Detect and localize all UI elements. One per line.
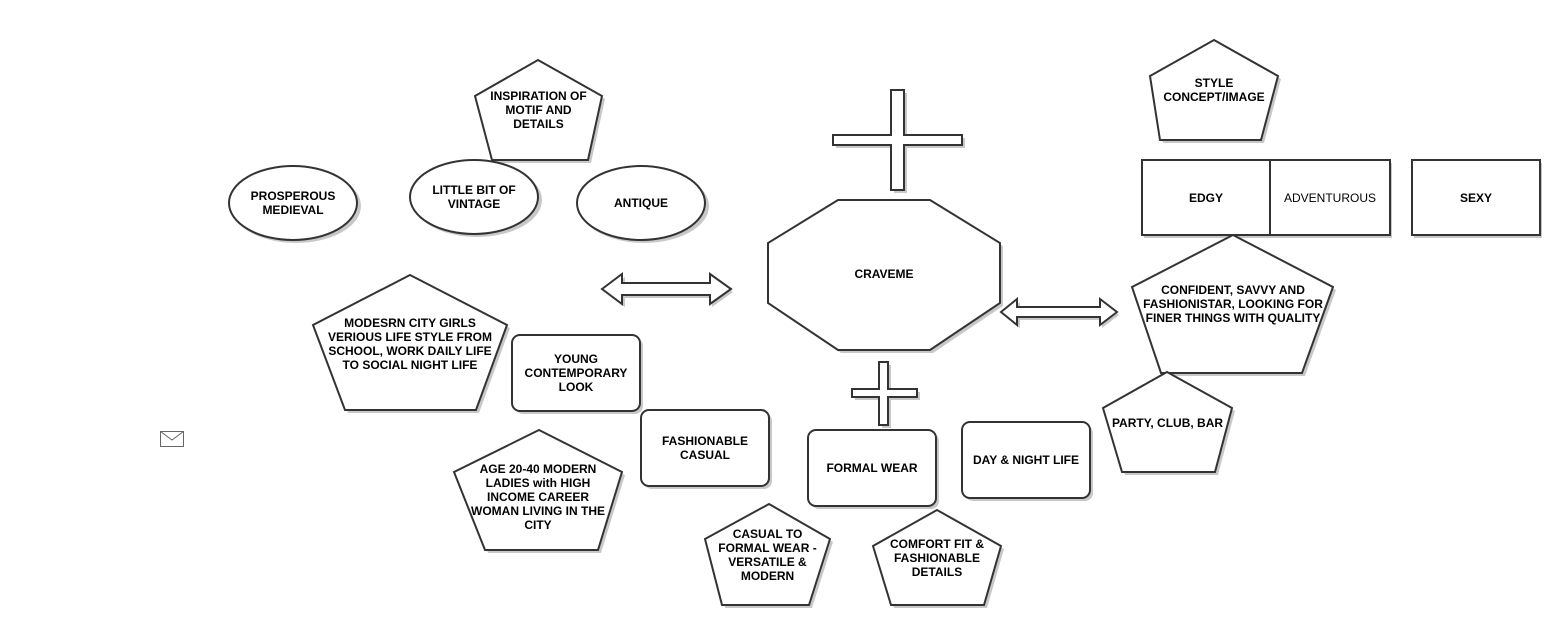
inspiration-label: INSPIRATION OF MOTIF AND DETAILS: [490, 89, 587, 131]
modern-city-label: MODESRN CITY GIRLS VERIOUS LIFE STYLE FR…: [327, 316, 492, 372]
casual-formal-label: CASUAL TO FORMAL WEAR - VERSATILE & MODE…: [718, 527, 817, 583]
plus-sign-top: [832, 89, 965, 193]
formal-wear-label: FORMAL WEAR: [826, 461, 918, 475]
confident-pentagon[interactable]: [1130, 233, 1336, 376]
plus-sign-bottom: [851, 361, 920, 428]
style-concept-pentagon[interactable]: [1148, 38, 1281, 143]
young-box[interactable]: [511, 334, 643, 414]
day-night-box[interactable]: [961, 421, 1093, 501]
age-label: AGE 20-40 MODERN LADIES with HIGH INCOME…: [471, 462, 605, 532]
craveme-label: CRAVEME: [854, 267, 914, 281]
antique-ellipse[interactable]: [576, 165, 709, 243]
craveme-octagon[interactable]: [767, 199, 1003, 353]
sexy-box[interactable]: [1411, 159, 1542, 238]
formal-wear-box[interactable]: [807, 429, 939, 509]
double-arrow-right: [999, 296, 1119, 328]
adventurous-box[interactable]: [1269, 159, 1392, 238]
young-label: YOUNG CONTEMPORARY LOOK: [524, 352, 628, 394]
party-label: PARTY, CLUB, BAR: [1111, 416, 1224, 430]
vintage-label: LITTLE BIT OF VINTAGE: [432, 183, 516, 211]
confident-label: CONFIDENT, SAVVY AND FASHIONISTAR, LOOKI…: [1143, 283, 1323, 325]
fashionable-casual-label: FASHIONABLE CASUAL: [661, 434, 748, 462]
vintage-ellipse[interactable]: [409, 159, 542, 237]
edgy-box[interactable]: [1141, 159, 1272, 238]
fashionable-casual-box[interactable]: [640, 409, 772, 489]
comfort-label: COMFORT FIT & FASHIONABLE DETAILS: [890, 537, 984, 579]
age-pentagon[interactable]: [452, 428, 625, 553]
inspiration-pentagon[interactable]: [473, 58, 605, 163]
party-pentagon[interactable]: [1101, 370, 1235, 475]
adventurous-label: ADVENTUROUS: [1283, 190, 1376, 205]
comfort-pentagon[interactable]: [871, 508, 1004, 608]
day-night-label: DAY & NIGHT LIFE: [972, 453, 1079, 467]
edgy-label: EDGY: [1188, 190, 1223, 205]
double-arrow-left: [600, 272, 733, 307]
modern-city-pentagon[interactable]: [311, 273, 510, 413]
casual-formal-pentagon[interactable]: [703, 502, 833, 608]
prosperous-label: PROSPEROUS MEDIEVAL: [250, 189, 336, 217]
sexy-label: SEXY: [1459, 190, 1492, 205]
envelope-icon[interactable]: [160, 431, 184, 447]
style-concept-label: STYLE CONCEPT/IMAGE: [1163, 76, 1265, 104]
antique-label: ANTIQUE: [614, 196, 668, 210]
prosperous-ellipse[interactable]: [228, 165, 361, 243]
